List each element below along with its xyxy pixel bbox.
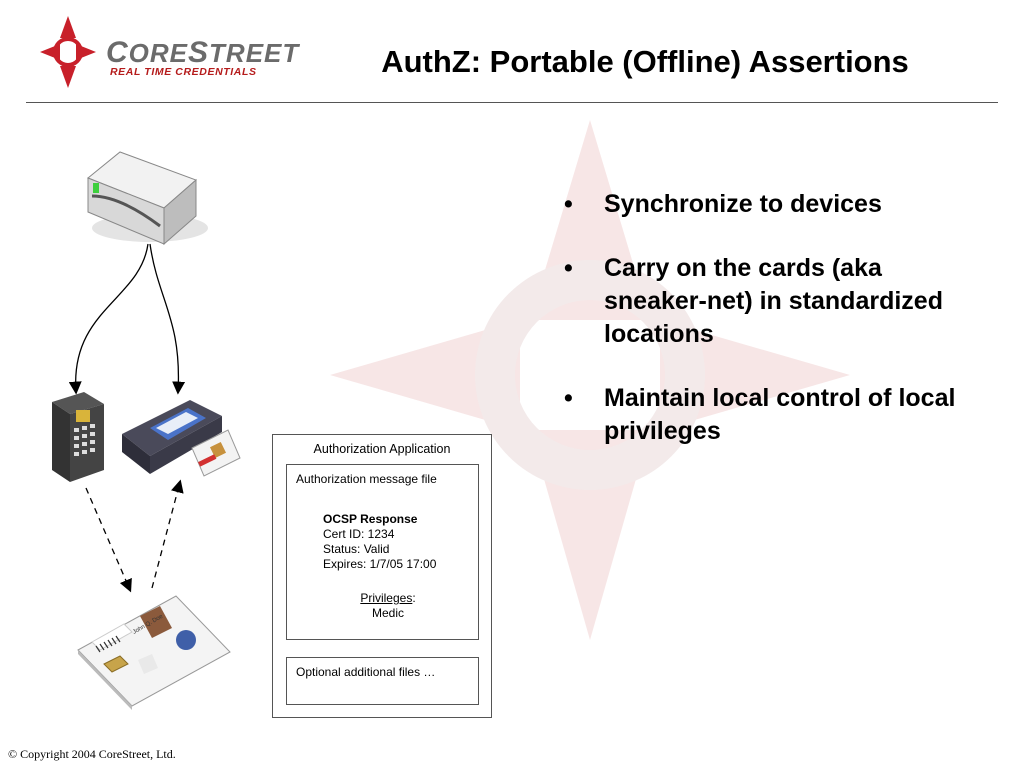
bullet-marker: •: [564, 190, 573, 218]
fingerprint-reader-icon: [52, 392, 104, 482]
bullet-marker: •: [564, 384, 573, 412]
bullet-item: •Carry on the cards (aka sneaker-net) in…: [564, 254, 943, 348]
corestreet-logo: CORESTREET REAL TIME CREDENTIALS: [38, 14, 298, 90]
optional-files-title: Optional additional files …: [296, 665, 436, 679]
logo-tagline: REAL TIME CREDENTIALS: [110, 66, 257, 78]
bullet-marker: •: [564, 254, 573, 282]
cert-id: Cert ID: 1234: [323, 527, 395, 541]
title-divider: [26, 102, 998, 103]
smart-card-icon: [77, 595, 231, 710]
status-text: Status: Valid: [323, 542, 390, 556]
server-icon: [87, 151, 208, 246]
compass-logo-icon: [40, 16, 96, 88]
bullet-item: •Maintain local control of local privile…: [564, 384, 956, 445]
app-title: Authorization Application: [313, 442, 451, 456]
ocsp-response-text: OCSP Response Cert ID: 1234 Status: Vali…: [323, 512, 473, 572]
privileges-label: Privileges: [360, 591, 413, 605]
handheld-reader-icon: [122, 400, 241, 477]
copyright-footer: © Copyright 2004 CoreStreet, Ltd.: [8, 747, 176, 761]
page-title: AuthZ: Portable (Offline) Assertions: [381, 44, 909, 79]
message-file-title: Authorization message file: [296, 472, 437, 486]
expires-text: Expires: 1/7/05 17:00: [323, 557, 437, 571]
logo-wordmark: CORESTREET: [106, 36, 300, 69]
optional-files-box: Optional additional files …: [286, 657, 479, 705]
privileges-value: Medic: [371, 606, 404, 620]
bullet-list: •Synchronize to devices •Carry on the ca…: [562, 188, 962, 479]
authorization-message-file-box: Authorization message file: [286, 464, 479, 640]
authorization-application-box: Authorization Application Authorization …: [272, 434, 492, 718]
bullet-item: •Synchronize to devices: [562, 188, 962, 221]
ocsp-heading: OCSP Response: [323, 512, 418, 526]
privileges-block: Privileges: Medic: [323, 591, 453, 621]
